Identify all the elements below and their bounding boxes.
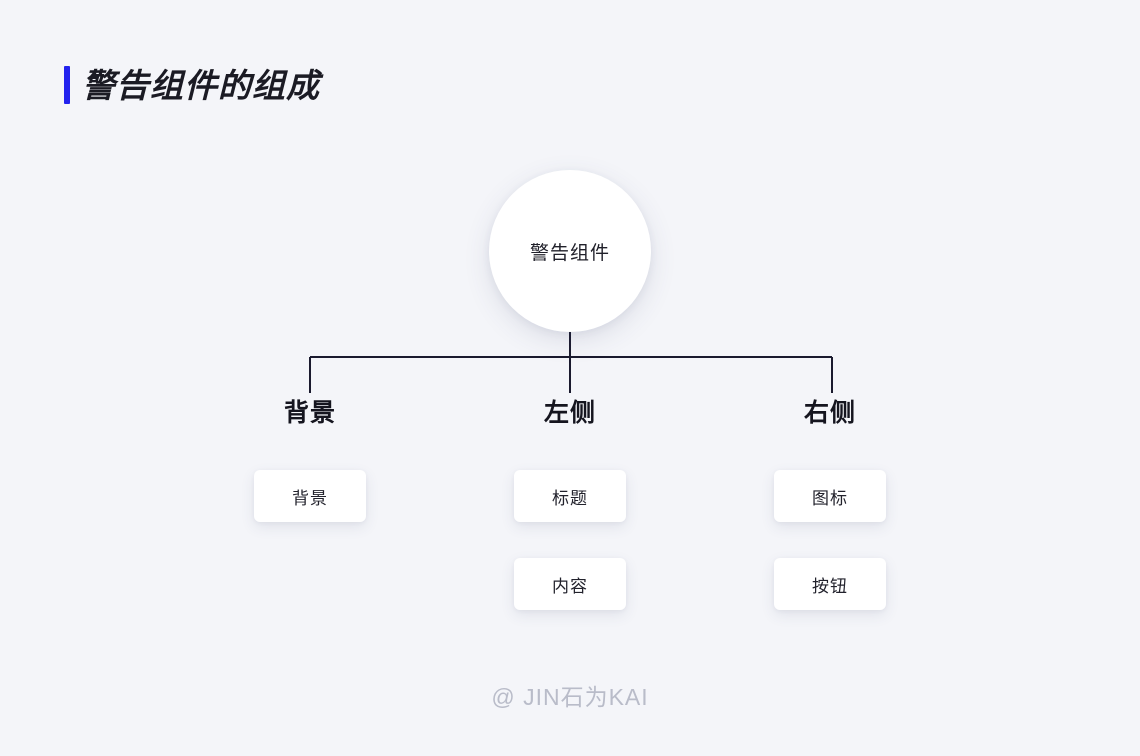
card-label: 按钮 [812, 576, 848, 596]
card-stack-right: 图标 按钮 [774, 470, 886, 610]
watermark: @ JIN石为KAI [491, 684, 649, 710]
branch-right: 右侧 图标 按钮 [720, 398, 940, 610]
card-stack-background: 背景 [254, 470, 366, 522]
root-node[interactable]: 警告组件 [489, 170, 651, 332]
branch-title-left: 左侧 [543, 398, 596, 427]
branch-left: 左侧 标题 内容 [460, 398, 680, 610]
page-title: 警告组件的组成 [64, 60, 320, 110]
card-label: 内容 [552, 576, 588, 596]
branch-title-background: 背景 [283, 398, 336, 427]
root-node-label: 警告组件 [529, 242, 610, 264]
card-label: 背景 [292, 488, 328, 508]
card-item[interactable]: 图标 [774, 470, 886, 522]
page-title-text: 警告组件的组成 [82, 66, 320, 104]
card-item[interactable]: 标题 [514, 470, 626, 522]
card-item[interactable]: 按钮 [774, 558, 886, 610]
branch-title-right: 右侧 [803, 398, 856, 427]
card-label: 标题 [552, 488, 588, 508]
branch-background: 背景 背景 [200, 398, 420, 522]
card-item[interactable]: 内容 [514, 558, 626, 610]
card-item[interactable]: 背景 [254, 470, 366, 522]
title-accent-bar [64, 66, 70, 104]
card-stack-left: 标题 内容 [514, 470, 626, 610]
card-label: 图标 [812, 488, 848, 508]
